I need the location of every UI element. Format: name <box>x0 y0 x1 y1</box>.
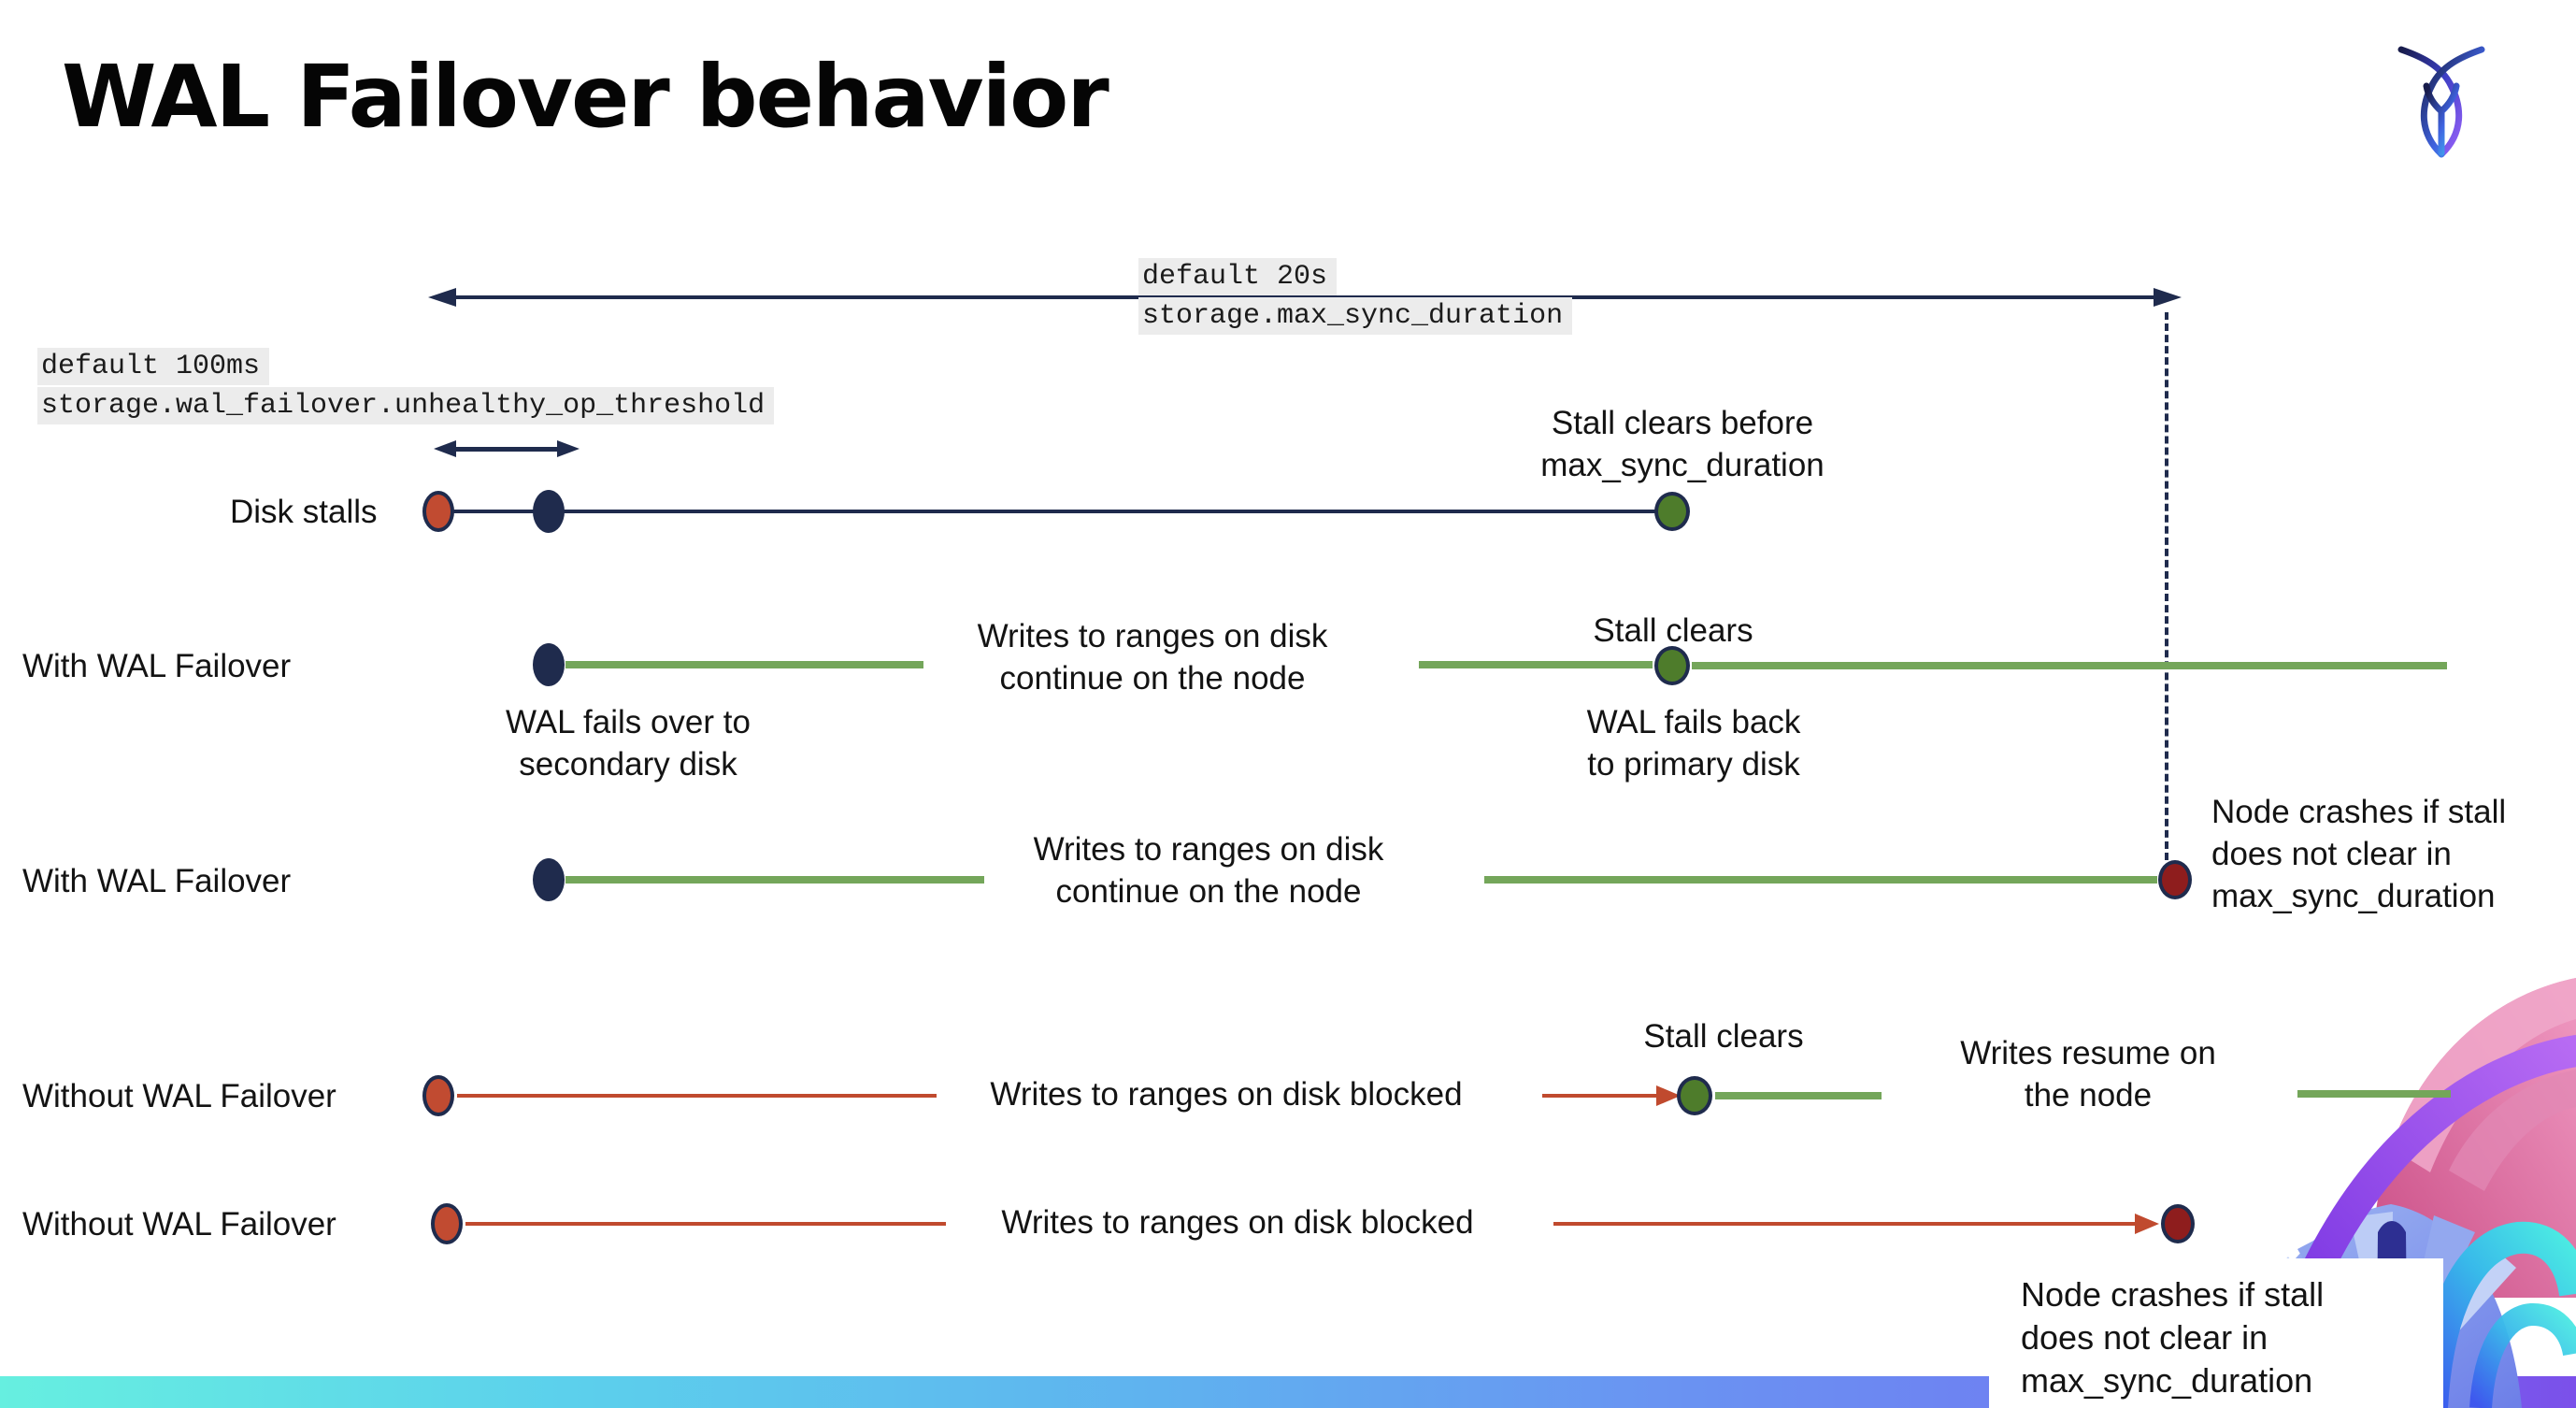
node-crash-dot-1 <box>2158 860 2192 899</box>
blocked-start-dot-1 <box>422 1075 454 1116</box>
row-without-failover-1-label: Without WAL Failover <box>22 1078 336 1114</box>
stall-clears-dot-2 <box>1677 1076 1712 1115</box>
blocked-arrow-head-1 <box>1656 1085 1681 1106</box>
failover-green-line-1c <box>1692 662 2447 669</box>
row-without-failover-2-label: Without WAL Failover <box>22 1206 336 1243</box>
writes-continue-note-2: Writes to ranges on disk continue on the… <box>1033 831 1384 910</box>
stall-clears-note-2: Stall clears <box>1643 1018 1804 1055</box>
unhealthy-op-setting-label: storage.wal_failover.unhealthy_op_thresh… <box>37 387 775 424</box>
failover-green-line-2a <box>565 876 984 884</box>
wal-fails-back-note: WAL fails back to primary disk <box>1586 704 1801 783</box>
writes-continue-note-1: Writes to ranges on disk continue on the… <box>977 618 1328 697</box>
wal-fails-over-note: WAL fails over to secondary disk <box>506 704 751 783</box>
blocked-start-dot-2 <box>431 1203 463 1244</box>
row-with-failover-1-label: With WAL Failover <box>22 648 292 684</box>
writes-blocked-note-2: Writes to ranges on disk blocked <box>1001 1204 1474 1241</box>
blocked-arrow-line-1 <box>1542 1094 1656 1098</box>
max-sync-setting-label: storage.max_sync_duration <box>1138 297 1573 335</box>
disk-stalls-timeline <box>447 510 1656 513</box>
unhealthy-op-default-label: default 100ms <box>37 348 270 385</box>
blocked-arrow-line-2 <box>1553 1222 2135 1226</box>
unhealthy-op-arrow-right-head <box>557 440 580 457</box>
blocked-red-line-2 <box>465 1222 946 1226</box>
writes-blocked-note-1: Writes to ranges on disk blocked <box>990 1076 1463 1113</box>
unhealthy-op-arrow-line <box>454 447 559 452</box>
failover-green-line-1a <box>565 661 923 668</box>
stall-clears-before-note: Stall clears before max_sync_duration <box>1540 405 1825 483</box>
cockroachdb-logo-icon <box>2397 46 2485 158</box>
max-sync-arrow-right-head <box>2154 288 2182 307</box>
blocked-red-line-1 <box>457 1094 937 1098</box>
disk-stall-threshold-dot <box>533 490 565 533</box>
disk-stall-start-dot <box>422 491 454 532</box>
node-crash-note-2: Node crashes if stall does not clear in … <box>2021 1275 2325 1400</box>
max-sync-deadline-dashed-line <box>2165 312 2168 860</box>
failover-green-line-1b <box>1419 661 1653 668</box>
disk-stall-clears-dot <box>1654 492 1690 531</box>
failover-start-dot-1 <box>533 643 565 686</box>
max-sync-default-label: default 20s <box>1138 258 1338 295</box>
row-disk-stalls-label: Disk stalls <box>230 494 378 530</box>
resume-green-line-b <box>2297 1090 2451 1098</box>
unhealthy-op-arrow-left-head <box>434 440 456 457</box>
failback-dot <box>1654 646 1690 685</box>
failover-green-line-2b <box>1484 876 2157 884</box>
node-crash-callout-box: Node crashes if stall does not clear in … <box>1989 1258 2443 1408</box>
stall-clears-note-1: Stall clears <box>1593 612 1753 649</box>
node-crash-dot-2 <box>2161 1204 2195 1243</box>
resume-green-line-a <box>1715 1092 1882 1099</box>
writes-resume-note: Writes resume on the node <box>1960 1035 2216 1113</box>
blocked-arrow-head-2 <box>2135 1214 2159 1234</box>
failover-start-dot-2 <box>533 858 565 901</box>
node-crash-note-1: Node crashes if stall does not clear in … <box>2211 794 2507 914</box>
max-sync-arrow-left-head <box>428 288 456 307</box>
row-with-failover-2-label: With WAL Failover <box>22 863 292 899</box>
page-title: WAL Failover behavior <box>62 47 1109 147</box>
